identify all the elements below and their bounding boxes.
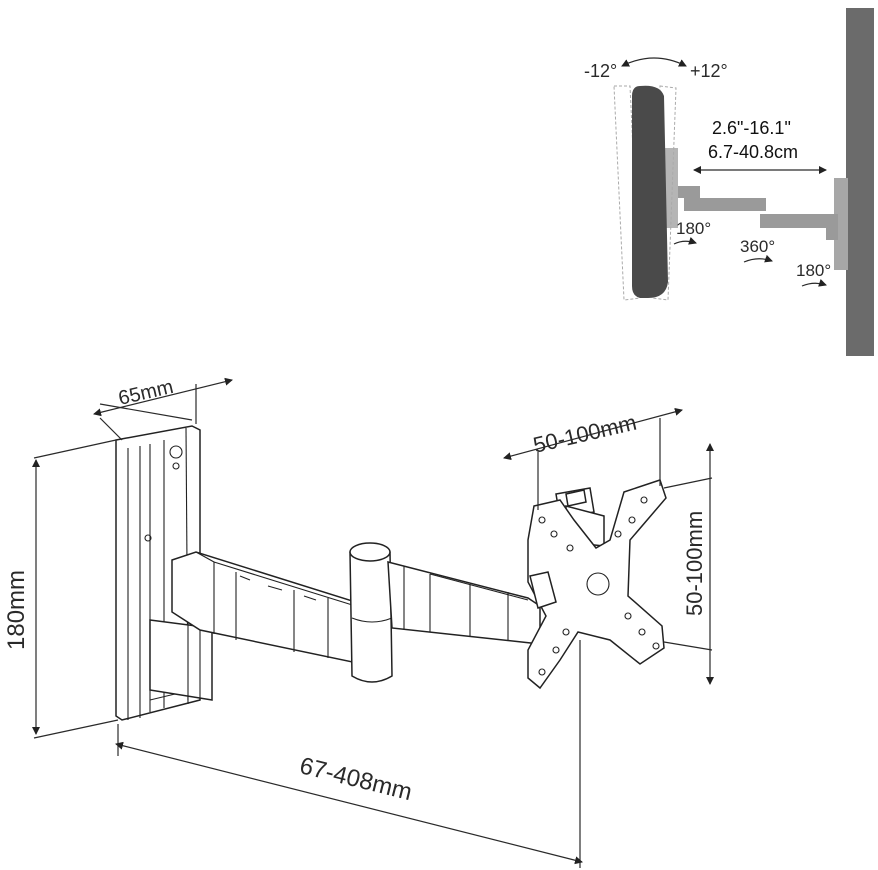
tilt-arrow xyxy=(621,57,687,67)
arm-joint-block xyxy=(826,214,838,240)
reach-label: 67-408mm xyxy=(297,752,415,806)
arm-segment-wall xyxy=(760,214,836,228)
dim-vesa-vertical: 50-100mm xyxy=(663,443,714,685)
rotation-wall-icon xyxy=(801,278,827,287)
rotation-wall-label: 180° xyxy=(796,261,831,280)
tv-body xyxy=(632,85,668,298)
perspective-drawing: 65mm 180mm 50-100mm 50-100mm xyxy=(3,376,714,868)
arm-segment-tv xyxy=(684,198,766,211)
rotation-tv-icon xyxy=(673,236,697,245)
tv-bracket-plate xyxy=(664,148,678,228)
extension-cm-label: 6.7-40.8cm xyxy=(708,142,798,162)
dim-plate-height: 180mm xyxy=(3,439,119,739)
vesa-plate xyxy=(527,479,667,690)
rotation-tv-label: 180° xyxy=(676,219,711,238)
arm-knuckle xyxy=(678,186,700,198)
wall-hinge xyxy=(149,619,213,701)
rotation-middle-icon xyxy=(743,254,773,263)
vesa-horizontal-label: 50-100mm xyxy=(531,410,639,458)
vesa-vertical-label: 50-100mm xyxy=(682,511,707,616)
plate-width-label: 65mm xyxy=(116,376,175,410)
arm-segment-1 xyxy=(171,551,363,665)
tilt-ghost-minus xyxy=(613,85,641,301)
rotation-middle-label: 360° xyxy=(740,237,775,256)
extension-inches-label: 2.6"-16.1" xyxy=(712,118,791,138)
vesa-center-hole xyxy=(586,572,610,596)
tilt-minus-label: -12° xyxy=(584,61,617,81)
schematic-view: -12° +12° 2.6"-16.1" 6.7-40.8cm 180° 360… xyxy=(584,8,874,356)
plate-height-label: 180mm xyxy=(3,570,30,650)
tilt-plus-label: +12° xyxy=(690,61,728,81)
wall-bar xyxy=(846,8,874,356)
wall-bracket xyxy=(834,178,848,270)
dim-plate-width: 65mm xyxy=(93,376,233,441)
elbow-joint xyxy=(349,542,393,683)
arm-segment-2 xyxy=(387,561,541,645)
